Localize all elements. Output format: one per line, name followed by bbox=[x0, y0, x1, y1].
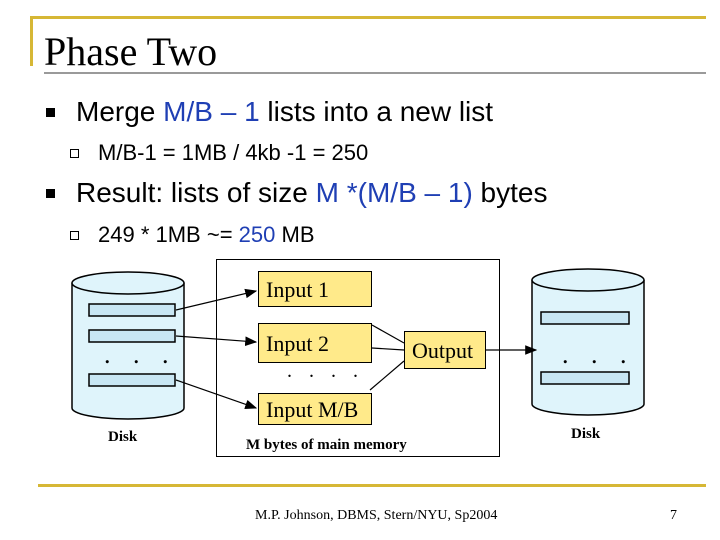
left-disk-label: Disk bbox=[108, 429, 138, 445]
left-disk-ellipsis: . . . bbox=[104, 340, 177, 369]
page-number: 7 bbox=[670, 508, 677, 523]
sub-bullet-2-part-3: MB bbox=[275, 222, 315, 247]
input-buffer-2: Input 2 bbox=[258, 323, 372, 363]
title-frame-left bbox=[30, 16, 33, 66]
input-buffer-mb: Input M/B bbox=[258, 393, 372, 425]
sub-bullet-1-text: M/B-1 = 1MB / 4kb -1 = 250 bbox=[98, 140, 369, 165]
left-disk-block-3 bbox=[88, 373, 176, 387]
buffer-ellipsis: . . . . bbox=[287, 360, 364, 382]
right-disk-block-2 bbox=[540, 371, 630, 385]
title-underline bbox=[44, 72, 706, 74]
sub-bullet-2-text: 249 * 1MB ~= 250 MB bbox=[98, 222, 315, 248]
left-disk-block-1 bbox=[88, 303, 176, 317]
footer-rule bbox=[38, 484, 706, 487]
bullet-2-part-3: bytes bbox=[472, 177, 548, 208]
input-buffer-1: Input 1 bbox=[258, 271, 372, 307]
bullet-1-part-3: lists into a new list bbox=[259, 96, 494, 127]
bullet-2-part-1: Result: lists of size bbox=[76, 177, 316, 208]
title-frame-top bbox=[30, 16, 706, 19]
sub-bullet-marker-1 bbox=[70, 149, 79, 158]
bullet-marker-2 bbox=[46, 189, 55, 198]
bullet-1-highlight: M/B – 1 bbox=[163, 96, 260, 127]
sub-bullet-2-highlight: 250 bbox=[238, 222, 276, 247]
sub-bullet-marker-2 bbox=[70, 231, 79, 240]
left-disk-block-2 bbox=[88, 329, 176, 343]
bullet-marker-1 bbox=[46, 108, 55, 117]
sub-bullet-2-part-1: 249 * 1MB ~= bbox=[98, 222, 239, 247]
bullet-1-part-1: Merge bbox=[76, 96, 164, 127]
bullet-2-highlight: M *(M/B – 1) bbox=[315, 177, 473, 208]
footer-credit: M.P. Johnson, DBMS, Stern/NYU, Sp2004 bbox=[255, 508, 498, 523]
right-disk-ellipsis: . . . bbox=[562, 340, 635, 369]
line-input-mb-to-output bbox=[369, 360, 405, 391]
bullet-1-text: Merge M/B – 1 lists into a new list bbox=[76, 96, 493, 128]
line-input-2-to-output bbox=[371, 347, 405, 351]
line-input-1-to-output bbox=[371, 324, 405, 344]
right-disk-label: Disk bbox=[571, 426, 601, 442]
memory-caption: M bytes of main memory bbox=[246, 437, 407, 453]
main-memory-box bbox=[216, 259, 500, 457]
bullet-2-text: Result: lists of size M *(M/B – 1) bytes bbox=[76, 177, 547, 209]
slide-title: Phase Two bbox=[44, 29, 218, 74]
output-buffer: Output bbox=[404, 331, 486, 369]
right-disk-block-1 bbox=[540, 311, 630, 325]
